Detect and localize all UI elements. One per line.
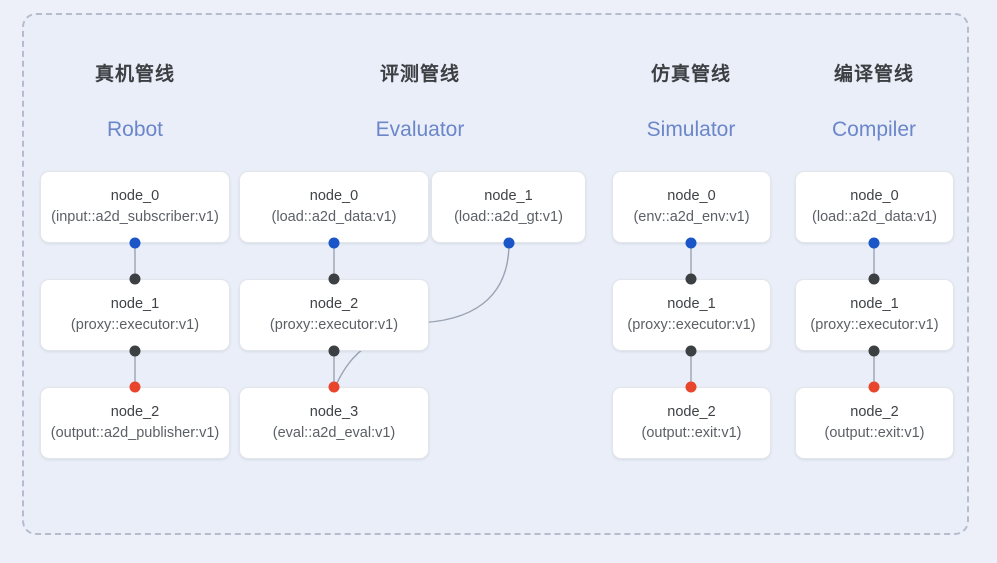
node-spec-label: (proxy::executor:v1) (269, 317, 399, 333)
port-dot-output[interactable] (685, 381, 697, 393)
node-card[interactable]: node_2(output::exit:v1) (612, 387, 771, 459)
port-dot-input[interactable] (129, 237, 141, 249)
port-dot-internal[interactable] (685, 273, 697, 285)
node-card[interactable]: node_0(env::a2d_env:v1) (612, 171, 771, 243)
node-id-label: node_0 (110, 187, 160, 204)
node-id-label: node_0 (309, 187, 359, 204)
port-dot-internal[interactable] (868, 345, 880, 357)
node-id-label: node_1 (667, 295, 716, 312)
node-card[interactable]: node_3(eval::a2d_eval:v1) (239, 387, 429, 459)
node-card[interactable]: node_1(load::a2d_gt:v1) (431, 171, 586, 243)
node-id-label: node_0 (667, 187, 716, 204)
node-card[interactable]: node_0(load::a2d_data:v1) (795, 171, 954, 243)
node-id-label: node_2 (850, 403, 899, 420)
node-spec-label: (output::a2d_publisher:v1) (50, 425, 220, 441)
port-dot-internal[interactable] (685, 345, 697, 357)
node-id-label: node_2 (309, 295, 359, 312)
node-spec-label: (env::a2d_env:v1) (633, 209, 750, 225)
port-dot-output[interactable] (328, 381, 340, 393)
port-dot-internal[interactable] (129, 345, 141, 357)
node-spec-label: (output::exit:v1) (824, 425, 925, 441)
node-card[interactable]: node_1(proxy::executor:v1) (795, 279, 954, 351)
port-dot-input[interactable] (868, 237, 880, 249)
node-id-label: node_2 (667, 403, 716, 420)
node-id-label: node_1 (484, 187, 533, 204)
node-spec-label: (load::a2d_gt:v1) (454, 209, 563, 225)
column-header-robot: 真机管线 Robot (45, 65, 225, 140)
node-id-label: node_0 (850, 187, 899, 204)
node-id-label: node_1 (110, 295, 160, 312)
node-spec-label: (input::a2d_subscriber:v1) (51, 209, 219, 225)
node-card[interactable]: node_2(output::exit:v1) (795, 387, 954, 459)
node-id-label: node_2 (110, 403, 160, 420)
column-title-cn-compiler: 编译管线 (833, 64, 914, 85)
node-id-label: node_3 (309, 403, 359, 420)
node-id-label: node_1 (850, 295, 899, 312)
port-dot-input[interactable] (503, 237, 515, 249)
column-title-en-compiler: Compiler (831, 118, 917, 141)
column-header-compiler: 编译管线 Compiler (784, 65, 964, 140)
column-title-en-evaluator: Evaluator (375, 118, 465, 141)
port-dot-output[interactable] (129, 381, 141, 393)
column-title-cn-robot: 真机管线 (94, 64, 175, 85)
column-header-simulator: 仿真管线 Simulator (601, 65, 781, 140)
node-card[interactable]: node_1(proxy::executor:v1) (612, 279, 771, 351)
column-title-en-simulator: Simulator (646, 118, 736, 141)
node-card[interactable]: node_1(proxy::executor:v1) (40, 279, 230, 351)
column-title-cn-evaluator: 评测管线 (379, 64, 460, 85)
node-spec-label: (proxy::executor:v1) (627, 317, 756, 333)
node-card[interactable]: node_2(output::a2d_publisher:v1) (40, 387, 230, 459)
port-dot-internal[interactable] (328, 273, 340, 285)
port-dot-input[interactable] (685, 237, 697, 249)
port-dot-internal[interactable] (868, 273, 880, 285)
node-spec-label: (load::a2d_data:v1) (812, 209, 937, 225)
column-header-evaluator: 评测管线 Evaluator (330, 65, 510, 140)
node-spec-label: (eval::a2d_eval:v1) (272, 425, 396, 441)
port-dot-internal[interactable] (328, 345, 340, 357)
column-title-cn-simulator: 仿真管线 (650, 64, 731, 85)
node-card[interactable]: node_0(load::a2d_data:v1) (239, 171, 429, 243)
column-title-en-robot: Robot (106, 118, 164, 141)
node-spec-label: (output::exit:v1) (641, 425, 742, 441)
port-dot-internal[interactable] (129, 273, 141, 285)
node-spec-label: (load::a2d_data:v1) (271, 209, 397, 225)
node-spec-label: (proxy::executor:v1) (810, 317, 939, 333)
node-spec-label: (proxy::executor:v1) (70, 317, 200, 333)
port-dot-output[interactable] (868, 381, 880, 393)
port-dot-input[interactable] (328, 237, 340, 249)
node-card[interactable]: node_2(proxy::executor:v1) (239, 279, 429, 351)
node-card[interactable]: node_0(input::a2d_subscriber:v1) (40, 171, 230, 243)
